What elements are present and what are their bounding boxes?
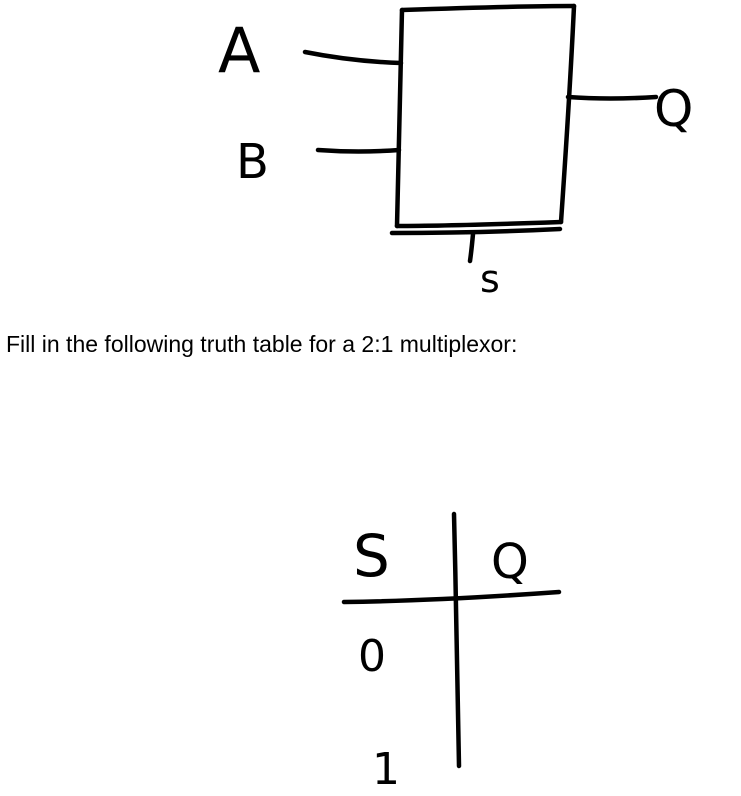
truth-table-grid <box>341 511 562 769</box>
truth-table-row-1-s: 0 <box>358 631 386 682</box>
mux-block <box>389 3 577 236</box>
output-q-label: Q <box>654 80 693 138</box>
truth-table-header-rule <box>341 589 562 605</box>
input-a-label: A <box>218 14 260 87</box>
truth-table-row-2-s: 1 <box>372 744 400 795</box>
input-b-label: B <box>236 134 269 190</box>
output-q-wire <box>565 94 659 101</box>
truth-table-column-divider <box>451 511 462 769</box>
truth-table-header-s: S <box>353 522 390 590</box>
truth-table-header-q: Q <box>491 534 529 590</box>
select-s-wire <box>467 231 476 264</box>
select-s-label: s <box>480 257 500 301</box>
input-a-wire <box>302 49 404 66</box>
instruction-text: Fill in the following truth table for a … <box>6 331 518 357</box>
input-b-wire <box>315 147 402 154</box>
